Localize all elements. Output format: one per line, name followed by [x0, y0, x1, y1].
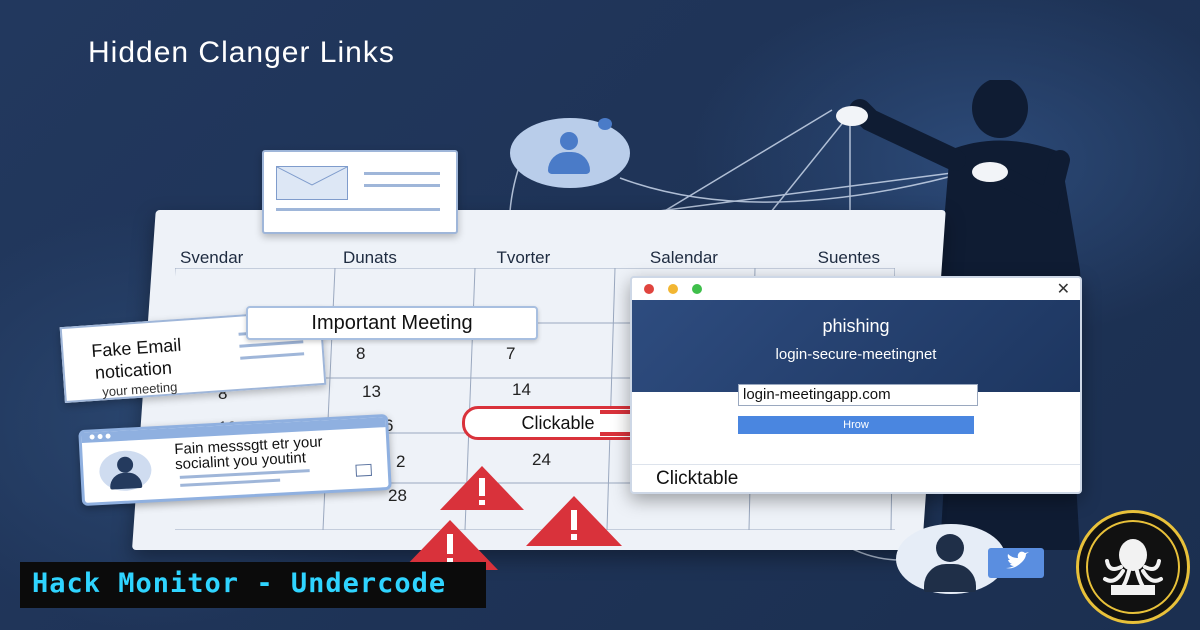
calendar-date: 13 — [362, 382, 381, 401]
calendar-day-headers: Svendar Dunats Tvorter Salendar Suentes — [180, 248, 880, 268]
octopus-logo — [1076, 510, 1190, 624]
submit-button[interactable]: Hrow — [738, 416, 974, 434]
brand-banner: Hack Monitor - Undercode — [20, 562, 486, 608]
calendar-date: 6 — [384, 416, 394, 435]
hero-heading: phishing — [822, 316, 890, 336]
chat-icon — [598, 118, 612, 130]
important-meeting-label[interactable]: Important Meeting — [246, 306, 538, 340]
login-url-input[interactable]: login-meetingapp.com — [738, 384, 978, 406]
day-header: Dunats — [342, 248, 397, 267]
calendar-date: 7 — [506, 344, 516, 363]
message-text: Fain messsgtt etr your socialint you you… — [173, 433, 324, 474]
browser-footer-text: Clicktable — [656, 468, 739, 489]
phishing-browser-window: ✕ phishing login-secure-meetingnet login… — [630, 276, 1082, 494]
user-icon — [98, 449, 153, 493]
hacker-avatar — [896, 524, 1006, 594]
calendar-date: 14 — [512, 380, 531, 399]
day-header: Tvorter — [496, 248, 551, 267]
day-header: Suentes — [817, 248, 880, 267]
minimize-dot[interactable] — [668, 284, 678, 294]
maximize-dot[interactable] — [692, 284, 702, 294]
envelope-icon — [276, 166, 348, 200]
warning-icon — [402, 520, 498, 570]
message-icon — [355, 463, 373, 477]
hero-url: login-secure-meetingnet — [775, 346, 937, 363]
brand-text: Hack Monitor - Undercode — [32, 568, 447, 599]
calendar-date: 8 — [356, 344, 366, 363]
browser-hero: phishing login-secure-meetingnet — [632, 300, 1080, 392]
email-card — [262, 150, 458, 234]
warning-icon — [526, 496, 622, 546]
page-title: Hidden Clanger Links — [88, 36, 395, 69]
close-dot[interactable] — [644, 284, 654, 294]
twitter-icon — [988, 548, 1044, 578]
message-card[interactable]: Fain messsgtt etr your socialint you you… — [78, 413, 392, 507]
close-icon[interactable]: ✕ — [1056, 281, 1070, 298]
day-header: Svendar — [180, 248, 244, 267]
calendar-date: 24 — [532, 450, 551, 469]
calendar-date: 28 — [388, 486, 407, 505]
warning-icon — [440, 466, 524, 510]
calendar-date: 8 — [218, 384, 228, 403]
user-avatar — [510, 118, 630, 188]
browser-titlebar: ✕ — [632, 278, 1080, 301]
day-header: Salendar — [649, 248, 718, 267]
calendar-date: 2 — [396, 452, 406, 471]
